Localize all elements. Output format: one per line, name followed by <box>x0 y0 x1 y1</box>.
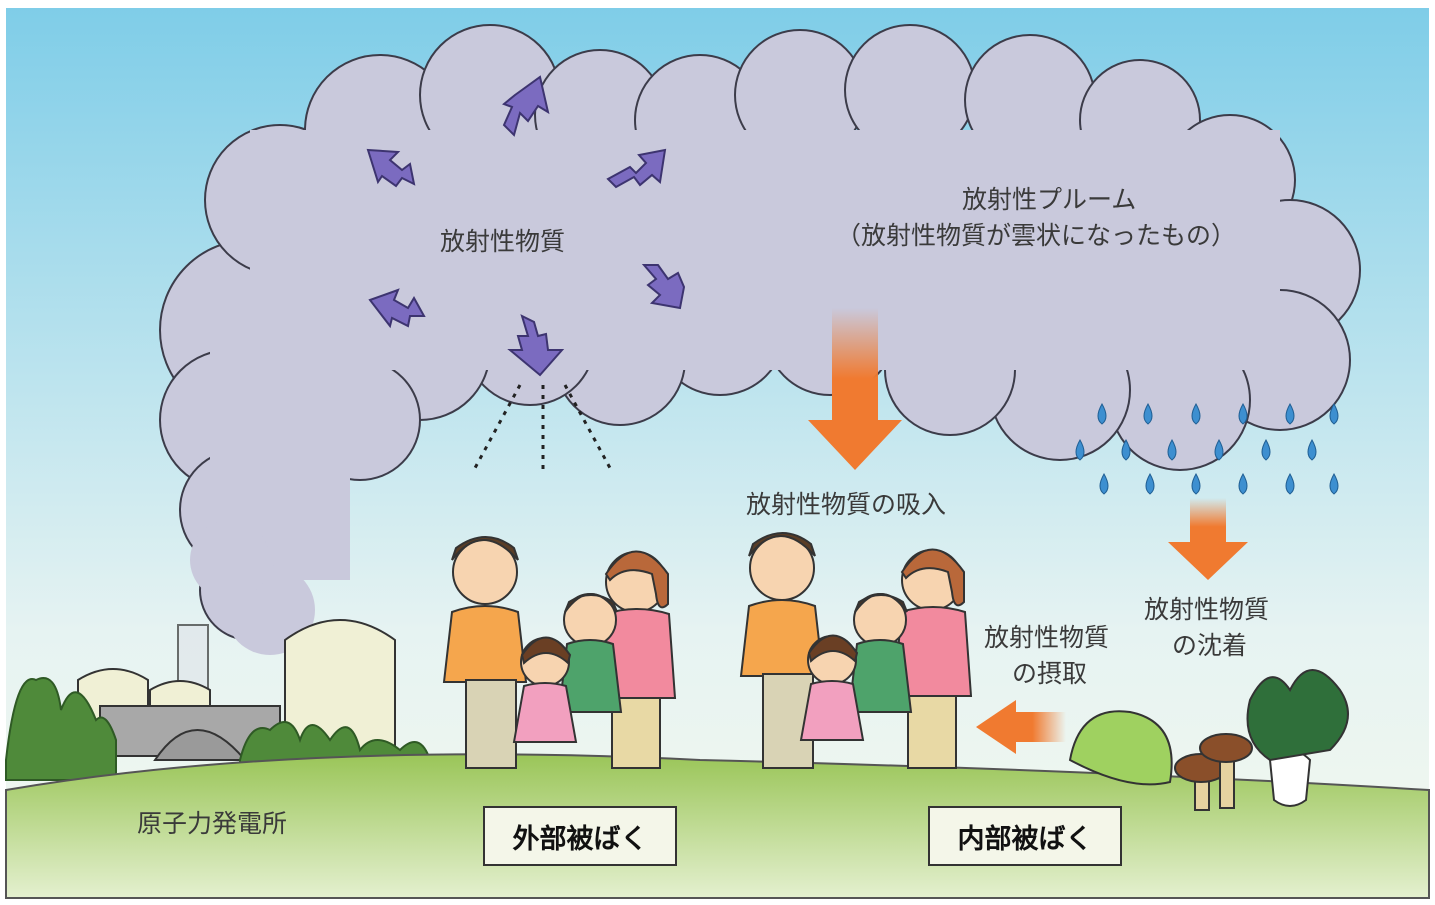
radiation-arrow-icon <box>366 148 416 188</box>
radiation-rays <box>473 384 612 470</box>
radiation-arrow-icon <box>507 314 565 377</box>
raindrop-icon <box>1285 472 1295 495</box>
radiation-arrow-icon <box>368 288 426 329</box>
radiation-arrows <box>366 75 686 377</box>
raindrop-icon <box>1261 438 1271 461</box>
mushroom-icon <box>1174 733 1253 811</box>
raindrop-icon <box>1214 438 1224 461</box>
raindrop-icon <box>1121 438 1131 461</box>
raindrop-icon <box>1329 402 1339 425</box>
internal-exposure-box: 内部被ばく <box>928 806 1122 866</box>
external-exposure-box: 外部被ばく <box>483 806 677 866</box>
raindrop-icon <box>1167 438 1177 461</box>
power-plant-label: 原子力発電所 <box>137 809 288 838</box>
ingestion-arrow <box>976 700 1066 754</box>
raindrop-icon <box>1075 438 1085 461</box>
raindrop-icon <box>1143 402 1153 425</box>
family-external <box>442 536 677 769</box>
raindrop-icon <box>1145 472 1155 495</box>
cloud-material-label: 放射性物質 <box>440 227 566 256</box>
radiation-arrow-icon <box>641 264 686 310</box>
raindrop-icon <box>1191 402 1201 425</box>
raindrop-icon <box>1099 472 1109 495</box>
inhalation-label: 放射性物質の吸入 <box>746 490 947 519</box>
plume-label-line1: 放射性プルーム <box>962 185 1137 214</box>
vegetables <box>1068 669 1349 811</box>
deposition-label-line2: の沈着 <box>1172 631 1248 660</box>
cabbage-icon <box>1068 710 1173 786</box>
deposition-arrow <box>1168 498 1248 580</box>
raindrop-icon <box>1285 402 1295 425</box>
raindrops <box>1075 402 1339 495</box>
raindrop-icon <box>1238 402 1248 425</box>
radiation-arrow-icon <box>502 75 550 137</box>
plume-label-line2: （放射性物質が雲状になったもの） <box>836 221 1237 250</box>
raindrop-icon <box>1191 472 1201 495</box>
raindrop-icon <box>1307 438 1317 461</box>
family-internal <box>739 532 973 769</box>
ingestion-label-line2: の摂取 <box>1012 659 1088 688</box>
ingestion-label-line1: 放射性物質 <box>984 623 1110 652</box>
radish-icon <box>1246 669 1349 807</box>
cloud-fill-inner <box>190 130 1280 655</box>
radiation-arrow-icon <box>606 148 667 189</box>
inhalation-arrow <box>808 308 902 470</box>
raindrop-icon <box>1097 402 1107 425</box>
raindrop-icon <box>1238 472 1248 495</box>
raindrop-icon <box>1329 472 1339 495</box>
deposition-label-line1: 放射性物質 <box>1144 595 1270 624</box>
